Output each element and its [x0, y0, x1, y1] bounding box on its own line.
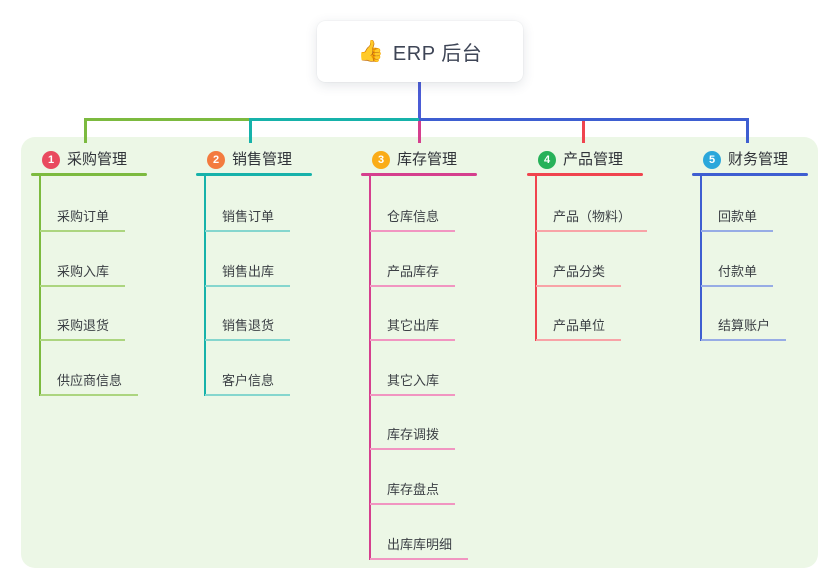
- branch-underline: [692, 173, 808, 176]
- connector-segment-teal: [250, 118, 421, 121]
- branch-title[interactable]: 采购管理: [67, 151, 128, 168]
- child-node[interactable]: 产品（物料）: [536, 208, 648, 232]
- branch-underline: [527, 173, 643, 176]
- child-node[interactable]: 采购入库: [40, 263, 126, 287]
- root-node-label: ERP 后台: [392, 43, 483, 65]
- child-node[interactable]: 客户信息: [205, 372, 291, 396]
- branch-connector-stub: [83, 118, 87, 143]
- child-node[interactable]: 付款单: [701, 263, 774, 287]
- branch-title[interactable]: 财务管理: [728, 151, 789, 168]
- branch-connector-stub: [248, 118, 252, 143]
- child-node[interactable]: 回款单: [701, 208, 774, 232]
- child-node[interactable]: 销售退货: [205, 317, 291, 342]
- child-node[interactable]: 其它入库: [370, 372, 456, 396]
- child-node[interactable]: 销售订单: [205, 208, 291, 232]
- root-connector-line: [417, 81, 421, 121]
- branch-number-badge: 5: [703, 151, 721, 169]
- branch-title[interactable]: 库存管理: [397, 151, 458, 168]
- branch-underline: [196, 173, 312, 176]
- branch-connector-stub: [417, 121, 421, 143]
- thumbs-up-icon: 👍: [357, 40, 384, 63]
- connector-segment-blue: [419, 118, 749, 121]
- branch-connector-stub: [745, 118, 749, 143]
- branch-spine-line: [369, 176, 371, 560]
- child-node[interactable]: 仓库信息: [370, 208, 456, 232]
- child-node[interactable]: 产品单位: [536, 317, 622, 342]
- branch-number-badge: 3: [372, 151, 390, 169]
- branch-connector-stub: [581, 121, 585, 143]
- connector-segment-green: [83, 118, 250, 121]
- branch-number-badge: 2: [207, 151, 225, 169]
- branch-spine-line: [535, 176, 537, 342]
- branch-number-badge: 4: [538, 151, 556, 169]
- child-node[interactable]: 销售出库: [205, 263, 291, 287]
- branch-number-badge: 1: [42, 151, 60, 169]
- child-node[interactable]: 采购订单: [40, 208, 126, 232]
- branch-underline: [31, 173, 147, 176]
- branch-title[interactable]: 销售管理: [232, 151, 293, 168]
- branch-spine-line: [700, 176, 702, 342]
- child-node[interactable]: 结算账户: [701, 317, 787, 342]
- child-node[interactable]: 库存盘点: [370, 481, 456, 505]
- branch-underline: [361, 173, 477, 176]
- child-node[interactable]: 采购退货: [40, 317, 126, 342]
- branch-title[interactable]: 产品管理: [563, 151, 624, 168]
- child-node[interactable]: 出库库明细: [370, 536, 469, 560]
- child-node[interactable]: 产品库存: [370, 263, 456, 287]
- child-node[interactable]: 库存调拨: [370, 426, 456, 451]
- child-node[interactable]: 供应商信息: [40, 372, 139, 396]
- branches-panel: [21, 137, 818, 568]
- root-node[interactable]: 👍 ERP 后台: [317, 21, 523, 82]
- child-node[interactable]: 其它出库: [370, 317, 456, 342]
- child-node[interactable]: 产品分类: [536, 263, 622, 287]
